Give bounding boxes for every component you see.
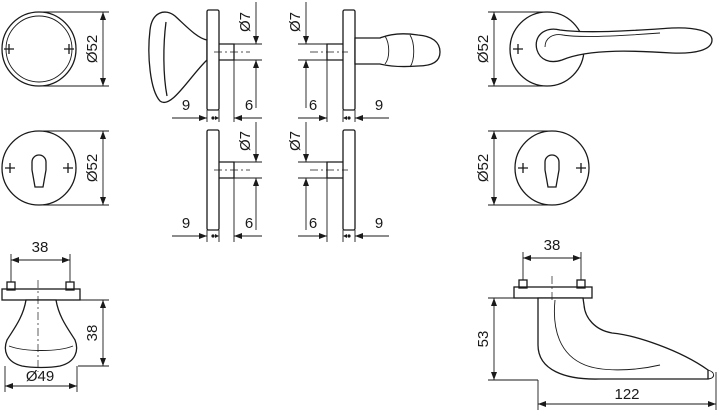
spindle-dimension-b: Ø7 — [287, 2, 327, 108]
knob-height-label: 38 — [84, 325, 101, 342]
offset-dimension-a: 9 6 — [172, 60, 262, 122]
dim-label-top-left: Ø52 — [84, 35, 101, 63]
spindle-c-label: Ø7 — [237, 131, 254, 151]
offset-dimension-d: 6 9 — [298, 178, 389, 242]
offset-c-left: 9 — [182, 215, 190, 232]
spindle-dimension-d: Ø7 — [287, 122, 327, 230]
knob-elevation — [1, 280, 81, 372]
offset-a-left: 9 — [182, 97, 190, 114]
lever-length-dimension: 122 — [537, 372, 717, 410]
lever-length-label: 122 — [614, 386, 639, 403]
knob-width-label: 38 — [32, 239, 49, 256]
offset-dimension-c: 9 6 — [172, 178, 262, 242]
spindle-a-label: Ø7 — [237, 12, 254, 32]
side-view-lever — [310, 9, 441, 111]
dimension-rosette-mid-right: Ø52 — [475, 130, 552, 206]
knob-width-dimension: 38 — [10, 239, 71, 282]
offset-d-right: 9 — [375, 215, 383, 232]
side-view-rosette-c — [206, 129, 250, 231]
dimension-rosette-mid-left: Ø52 — [39, 130, 109, 206]
side-view-rosette-d — [310, 129, 356, 231]
lever-height-dimension: 53 — [475, 297, 538, 381]
knob-height-dimension: 38 — [78, 299, 109, 367]
spindle-d-label: Ø7 — [287, 131, 304, 151]
offset-b-left: 6 — [309, 97, 317, 114]
lever-width-label: 38 — [544, 237, 561, 254]
offset-a-right: 6 — [245, 97, 253, 114]
offset-b-right: 9 — [375, 97, 383, 114]
lever-height-label: 53 — [475, 331, 492, 348]
offset-d-left: 6 — [309, 215, 317, 232]
rosette-round-top-left — [1, 11, 77, 87]
rosette-pc-mid-right — [514, 130, 590, 206]
knob-diameter-label: Ø49 — [26, 368, 54, 385]
offset-dimension-b: 6 9 — [298, 60, 389, 122]
spindle-b-label: Ø7 — [287, 12, 304, 32]
offset-c-right: 6 — [245, 215, 253, 232]
side-view-knob — [148, 9, 250, 111]
dimension-rosette-top-left: Ø52 — [39, 11, 109, 87]
dim-label-top-right: Ø52 — [475, 35, 492, 63]
spindle-dimension-c: Ø7 — [234, 122, 262, 230]
spindle-dimension-a: Ø7 — [234, 2, 262, 108]
dim-label-mid-left: Ø52 — [84, 154, 101, 182]
dim-label-mid-right: Ø52 — [475, 154, 492, 182]
knob-diameter-dimension: Ø49 — [4, 366, 78, 392]
lever-width-dimension: 38 — [522, 237, 582, 280]
rosette-pc-mid-left — [1, 130, 77, 206]
dimension-rosette-top-right: Ø52 — [475, 11, 547, 87]
rosette-lever-top-right — [509, 11, 713, 87]
lever-elevation — [513, 276, 715, 380]
